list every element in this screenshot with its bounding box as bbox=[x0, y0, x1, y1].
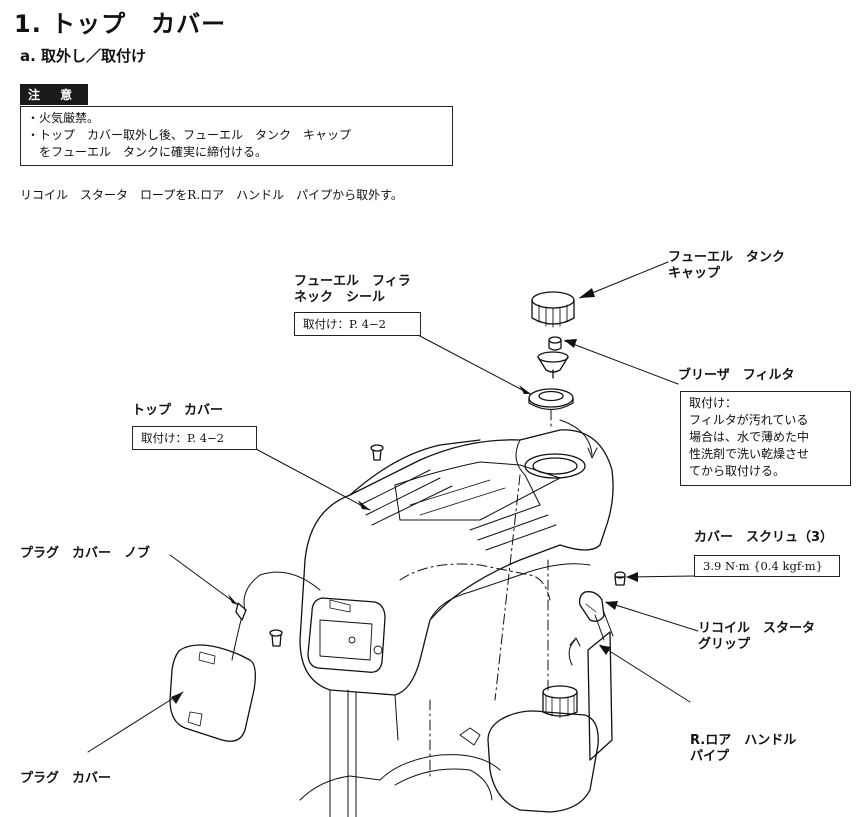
caution-line: をフューエル タンクに確実に締付ける。 bbox=[27, 145, 268, 159]
leader-lines bbox=[87, 261, 699, 753]
label-breather-filter: ブリーザ フィルタ bbox=[678, 368, 795, 383]
label-r-lower-handle-pipe: R.ロア ハンドル パイプ bbox=[690, 733, 797, 764]
breather-filter-drawing bbox=[537, 351, 569, 379]
ref-filler-neck-seal: 取付け：P. 4−2 bbox=[294, 312, 421, 336]
engine-body-drawing bbox=[299, 685, 599, 813]
alignment-lines bbox=[399, 409, 552, 781]
note-line: 性洗剤で洗い乾燥させ bbox=[689, 447, 810, 461]
label-fuel-tank-cap: フューエル タンク キャップ bbox=[668, 250, 786, 281]
label-filler-neck-seal: フューエル フィラ ネック シール bbox=[294, 274, 411, 305]
note-line: 場合は、水で薄めた中 bbox=[689, 430, 810, 444]
label-top-cover: トップ カバー bbox=[132, 403, 224, 418]
caution-line: ・火気厳禁。 bbox=[27, 111, 100, 125]
filler-neck-seal-drawing bbox=[528, 388, 574, 411]
note-breather-filter: 取付け： フィルタが汚れている 場合は、水で薄めた中 性洗剤で洗い乾燥させ てか… bbox=[680, 391, 851, 486]
plug-cover-drawing bbox=[169, 644, 256, 742]
section-title: 1. トップ カバー bbox=[14, 10, 227, 38]
note-line: フィルタが汚れている bbox=[689, 413, 809, 427]
intro-instruction: リコイル スタータ ロープをR.ロア ハンドル パイプから取外す。 bbox=[20, 188, 403, 202]
caution-line: ・トップ カバー取外し後、フューエル タンク キャップ bbox=[27, 128, 352, 142]
plug-cover-knob-drawing bbox=[235, 602, 247, 621]
top-screw-drawing bbox=[370, 444, 384, 461]
label-cover-screw: カバー スクリュ（3） bbox=[694, 530, 834, 545]
subsection-title: a. 取外し／取付け bbox=[20, 47, 147, 65]
torque-cover-screw: 3.9 N·m {0.4 kgf·m} bbox=[694, 555, 840, 577]
breather-element-drawing bbox=[548, 336, 562, 351]
top-cover-drawing bbox=[299, 429, 614, 741]
caution-tag: 注 意 bbox=[20, 84, 89, 105]
recoil-grip-drawing bbox=[578, 591, 605, 622]
cover-screw-drawing bbox=[614, 571, 626, 586]
ref-top-cover: 取付け：P. 4−2 bbox=[132, 426, 257, 450]
fuel-tank-cap-drawing bbox=[531, 291, 575, 328]
label-plug-cover-knob: プラグ カバー ノブ bbox=[20, 546, 151, 561]
note-title: 取付け： bbox=[689, 396, 738, 410]
note-line: てから取付ける。 bbox=[689, 464, 786, 478]
grommet-drawing bbox=[269, 629, 283, 647]
cable-drawing bbox=[243, 571, 321, 611]
label-recoil-starter-grip: リコイル スタータ グリップ bbox=[698, 621, 816, 652]
label-plug-cover: プラグ カバー bbox=[20, 771, 112, 786]
caution-box: ・火気厳禁。 ・トップ カバー取外し後、フューエル タンク キャップ をフューエ… bbox=[20, 106, 453, 166]
leader-arrowheads bbox=[171, 288, 638, 704]
handle-pipe-drawing bbox=[587, 609, 614, 761]
